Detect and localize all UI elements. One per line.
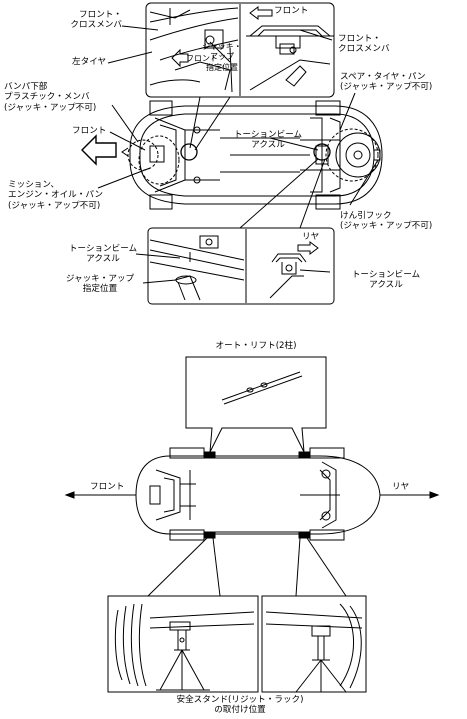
label-inset-front-crossmember: フロント・ クロスメンバ	[338, 34, 390, 55]
label-safety-stand: 安全スタンド(リジット・ラック) の取付け位置	[176, 695, 304, 716]
label-torsion-beam-axle-lower-right: トーションビーム アクスル	[351, 270, 421, 291]
bottom-car-outline	[135, 447, 381, 541]
label-jack-up-point-rear: ジャッキ・アップ 指定位置	[65, 274, 135, 295]
rear-stand-box	[261, 595, 367, 693]
label-bottom-front: フロント	[90, 482, 125, 492]
top-leader-lines	[97, 25, 379, 206]
label-auto-lift: オート・リフト(2柱)	[215, 341, 297, 351]
label-mission-oil-pan: ミッション、 エンジン・オイル・パン (ジャッキ・アップ不可)	[8, 180, 103, 211]
label-torsion-beam-axle-lower-left: トーションビーム アクスル	[68, 244, 138, 265]
front-jack-point-circle	[180, 143, 198, 161]
top-car-outline	[121, 100, 383, 210]
rear-jack-point-circle	[313, 143, 331, 161]
label-front-crossmember: フロント・ クロスメンバ	[70, 10, 122, 31]
label-left-tire: 左タイヤ	[72, 57, 107, 67]
front-direction-arrow	[81, 134, 117, 166]
stand-callouts	[147, 537, 347, 597]
label-inset-rear-arrow: リヤ	[302, 232, 320, 242]
label-tow-hook: けん引フック (ジャッキ・アップ不可)	[340, 211, 433, 232]
auto-lift-box	[185, 356, 327, 453]
label-bumper-plastic: バンパ下部 プラスチック・メンバ (ジャッキ・アップ不可)	[4, 82, 97, 113]
label-bottom-rear: リヤ	[392, 482, 410, 492]
upper-callout-line	[189, 96, 201, 149]
label-inset-front-arrow: フロント	[274, 6, 309, 16]
front-stand-box	[107, 595, 259, 693]
label-spare-tire-pan: スペア・タイヤ・パン (ジャッキ・アップ不可)	[340, 72, 433, 93]
top-car-dashed-zones	[127, 128, 379, 185]
label-jack-front-front: フロント	[186, 54, 218, 63]
upper-inset-box	[145, 2, 335, 98]
lower-leader-lines	[135, 253, 331, 284]
label-car-front: フロント	[72, 126, 107, 136]
label-jack-up-point: ジャッキ・ アップ 指定位置	[202, 42, 242, 72]
bottom-direction-arrows	[64, 491, 440, 499]
label-torsion-beam-axle-center: トーションビーム アクスル	[233, 130, 303, 151]
